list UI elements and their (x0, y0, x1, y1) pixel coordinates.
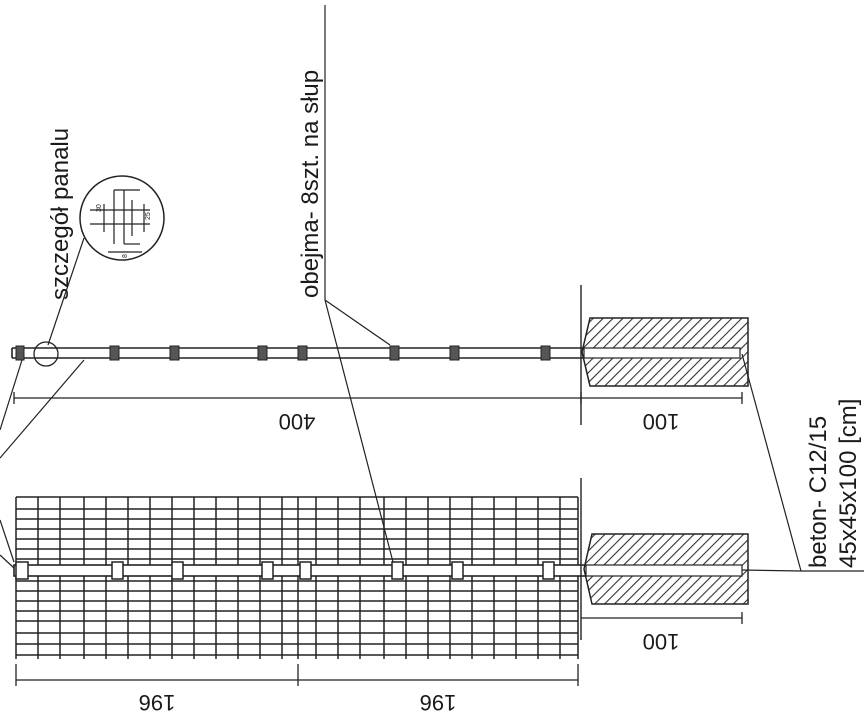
detail-mark-c: 8 (122, 254, 129, 258)
front-footing-dimension (581, 612, 743, 624)
label-concrete-line1: beton- C12/15 (805, 416, 832, 568)
detail-mark-a: 30 (96, 204, 103, 212)
front-clamps (15, 561, 555, 580)
dim-panel-b: 196 (420, 690, 457, 715)
dim-footing-side: 100 (643, 409, 680, 434)
label-panel-detail: szczegół panalu (47, 128, 74, 300)
front-view (13, 478, 749, 659)
label-concrete-line2: 45x45x100 [cm] (835, 399, 862, 568)
detail-circle (79, 175, 165, 261)
panel-width-dimension (15, 664, 579, 686)
panel-detail-callout: 30 25 8 (33, 175, 165, 367)
leader-lines (0, 5, 864, 572)
dim-panel-a: 196 (139, 690, 176, 715)
dim-footing-front: 100 (643, 629, 680, 654)
side-clamps (15, 345, 551, 361)
detail-mark-b: 25 (145, 212, 152, 220)
side-dimension (13, 392, 743, 404)
mesh-panels (15, 496, 579, 659)
label-clamp: obejma- 8szt. na słup (297, 70, 324, 298)
side-view (11, 285, 749, 425)
dim-post-height: 400 (279, 409, 316, 434)
